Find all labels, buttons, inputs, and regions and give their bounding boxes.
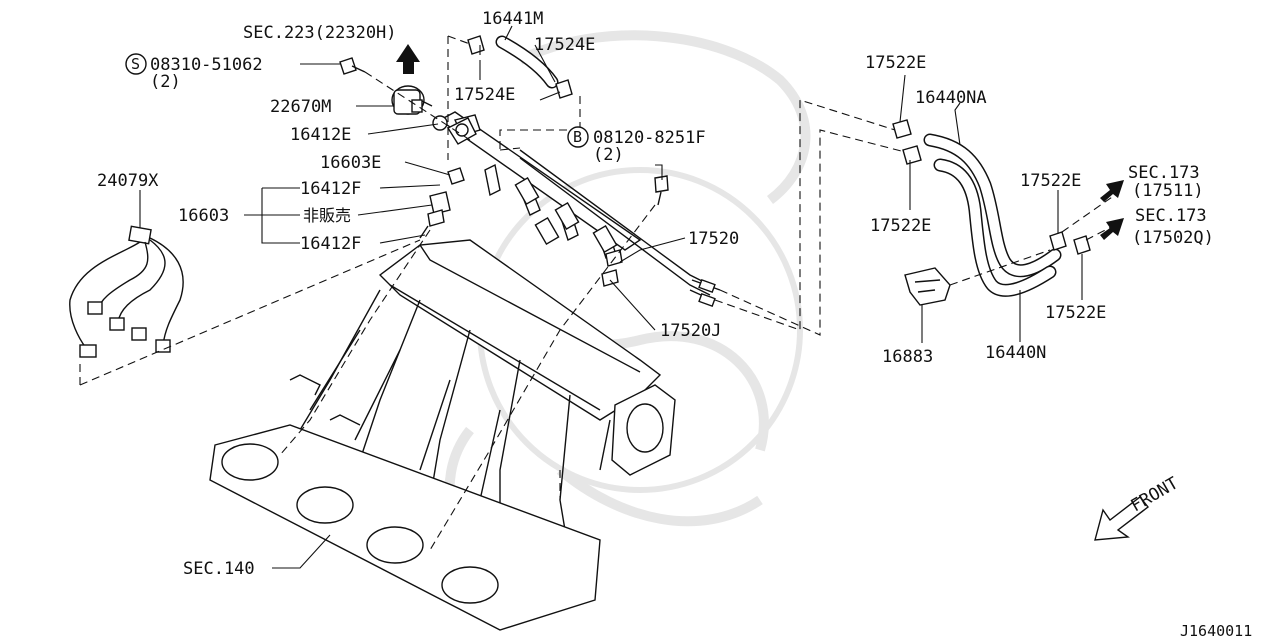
label-17524e-mid: 17524E — [454, 85, 515, 105]
label-16883: 16883 — [882, 347, 933, 367]
label-24079x: 24079X — [97, 171, 159, 191]
label-17522e-c: 17522E — [1020, 171, 1081, 191]
direction-arrows — [396, 44, 1149, 541]
pipe-clamp — [601, 269, 619, 287]
injector-assembly — [419, 167, 465, 239]
dashed-connectors — [79, 35, 1116, 551]
clamp-17524e-1 — [467, 35, 485, 55]
clamp-17524e-2 — [555, 79, 573, 99]
label-16441m: 16441M — [482, 9, 543, 29]
hose-clip — [904, 267, 951, 306]
label-sec223: SEC.223(22320H) — [243, 23, 397, 43]
leader-lines — [139, 25, 1083, 569]
injector-1 — [514, 177, 540, 205]
label-16412f-bot: 16412F — [300, 234, 361, 254]
label-16603: 16603 — [178, 206, 229, 226]
injector-4 — [534, 217, 560, 245]
label-b-prefix: B — [573, 128, 582, 146]
label-bolt-s: 08310-51062 — [150, 55, 263, 75]
label-sec173-b: SEC.173 — [1135, 206, 1207, 226]
label-16412f-top: 16412F — [300, 179, 361, 199]
label-diagram-code: J1640011 — [1180, 622, 1252, 639]
label-17522e-a: 17522E — [865, 53, 926, 73]
outline-arrow-icon — [1094, 496, 1149, 541]
label-front: FRONT — [1128, 473, 1182, 516]
vacuum-hose — [467, 35, 573, 99]
throttle-bore — [626, 403, 664, 453]
pressure-regulator — [391, 85, 448, 131]
filled-arrow-icon — [1100, 180, 1124, 202]
port-2 — [296, 486, 354, 524]
bolt-b — [654, 175, 669, 206]
label-sec173-b-ref: (17502Q) — [1132, 228, 1214, 248]
bolt-s — [339, 57, 366, 75]
label-17522e-d: 17522E — [1045, 303, 1106, 323]
label-bolt-s-qty: (2) — [150, 72, 181, 92]
label-17524e-top: 17524E — [534, 35, 595, 55]
label-bolt-b-qty: (2) — [593, 145, 624, 165]
injector-2 — [554, 202, 580, 230]
clamp-17522e-1 — [892, 119, 912, 139]
port-1 — [221, 443, 279, 481]
filled-arrow-icon — [1100, 218, 1124, 240]
label-bolt-b: 08120-8251F — [593, 128, 706, 148]
label-s-prefix: S — [131, 55, 140, 73]
fuel-hoses — [892, 119, 1091, 297]
label-17520j: 17520J — [660, 321, 721, 341]
clamp-17522e-3 — [1049, 231, 1067, 251]
label-sec140: SEC.140 — [183, 559, 255, 579]
label-22670m: 22670M — [270, 97, 331, 117]
injector-3 — [592, 225, 618, 253]
part-labels: SEC.223(22320H) 16441M 17524E 17524E S 0… — [97, 9, 1252, 639]
label-16440n: 16440N — [985, 343, 1046, 363]
filled-arrow-icon — [396, 44, 420, 74]
label-16412e: 16412E — [290, 125, 351, 145]
port-4 — [441, 566, 499, 604]
intake-manifold — [209, 239, 676, 631]
fuel-rail — [438, 111, 721, 308]
label-16603e: 16603E — [320, 153, 381, 173]
injector-harness — [69, 225, 184, 358]
clamp-17522e-2 — [902, 145, 922, 165]
clamp-17522e-4 — [1073, 235, 1091, 255]
label-16440na: 16440NA — [915, 88, 987, 108]
port-3 — [366, 526, 424, 564]
label-17520: 17520 — [688, 229, 739, 249]
label-17522e-b: 17522E — [870, 216, 931, 236]
o-ring — [432, 115, 448, 131]
label-not-for-sale: 非販売 — [303, 206, 351, 225]
circle-letter-icon — [125, 53, 589, 148]
label-sec173-a-ref: (17511) — [1132, 181, 1204, 201]
label-sec173-a: SEC.173 — [1128, 163, 1200, 183]
